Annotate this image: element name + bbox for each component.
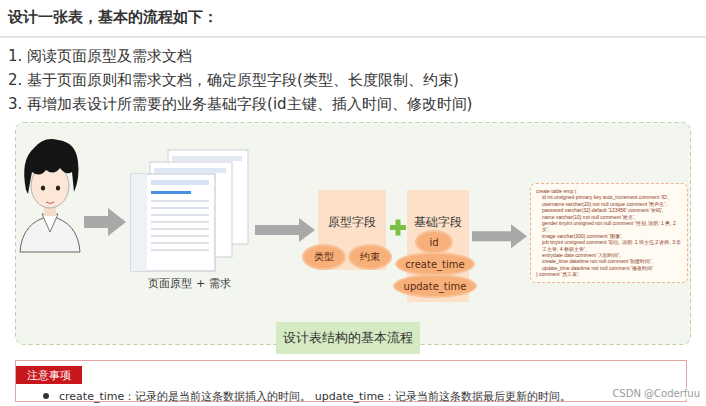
code-line: id int unsigned primary key auto_increme… (536, 194, 682, 200)
header-rule (0, 37, 706, 38)
code-line: gender tinyint unsigned not null comment… (536, 220, 682, 233)
caption-box: 设计表结构的基本流程 (276, 322, 420, 354)
field-box: 基础字段 id create_time update_time (407, 190, 469, 302)
node-text: update_time (404, 281, 467, 292)
node-text: 注意事项 (27, 368, 71, 383)
person-illustration (20, 139, 80, 252)
note-panel: create_time：记录的是当前这条数据插入的时间。 update_time… (15, 360, 687, 402)
code-line: update_time datetime not null comment '修… (536, 265, 682, 271)
arrow-head (511, 224, 527, 248)
code-line: password varchar(32) default '123456' co… (536, 207, 682, 213)
flow-arrow (472, 224, 527, 248)
node-text: 页面原型 + 需求 (127, 276, 252, 291)
node-text: create_time：记录的是当前这条数据插入的时间。 update_time… (59, 390, 571, 403)
flow-arrow (255, 218, 315, 242)
code-line: job tinyint unsigned comment '职位, 说明: 1 … (536, 239, 682, 252)
node-text: create_time (405, 259, 464, 270)
plus-sign (390, 220, 406, 236)
node-text: 基础字段 (414, 215, 462, 229)
watermark: CSDN @Coderfuu (610, 388, 702, 399)
page-title: 设计一张表，基本的流程如下： (8, 8, 218, 27)
diagram-panel (16, 123, 691, 345)
step-text: 3. 再增加表设计所需要的业务基础字段(id主键、插入时间、修改时间) (8, 95, 472, 114)
code-line: entrydate date comment '入职时间', (536, 252, 682, 258)
node-text: 类型 (314, 250, 334, 264)
code-line: create_time datetime not null comment '创… (536, 258, 682, 264)
node-text: 原型字段 (328, 215, 376, 229)
field-blob: 约束 (350, 246, 390, 268)
bullet-dot (43, 393, 49, 399)
field-blob: create_time (397, 254, 473, 274)
sql-code-box: create table emp (id int unsigned primar… (530, 183, 688, 283)
page-stack (131, 150, 248, 271)
field-blob: id (417, 232, 451, 252)
code-line: image varchar(300) comment '图像', (536, 233, 682, 239)
node-text: 约束 (360, 250, 380, 264)
node-text: 设计表结构的基本流程 (283, 329, 413, 347)
step-text: 1. 阅读页面原型及需求文档 (8, 47, 192, 66)
code-line: username varchar(20) not null unique com… (536, 201, 682, 207)
arrow-head (299, 218, 315, 242)
field-blob: 类型 (304, 246, 344, 268)
step-text: 2. 基于页面原则和需求文档，确定原型字段(类型、长度限制、约束) (8, 71, 459, 90)
field-box: 原型字段类型约束 (318, 190, 386, 270)
arrow-shaft (472, 231, 513, 241)
prototype-stack: 页面原型 + 需求 (127, 148, 252, 293)
code-line: name varchar(10) not null comment '姓名', (536, 214, 682, 220)
field-blob: update_time (395, 276, 475, 296)
note-tab: 注意事项 (16, 366, 82, 384)
node-text: id (429, 237, 438, 248)
code-line: create table emp ( (536, 188, 682, 194)
flow-arrow (84, 208, 126, 236)
code-line: ) comment '员工表'; (536, 271, 682, 277)
arrow-shaft (255, 225, 301, 235)
